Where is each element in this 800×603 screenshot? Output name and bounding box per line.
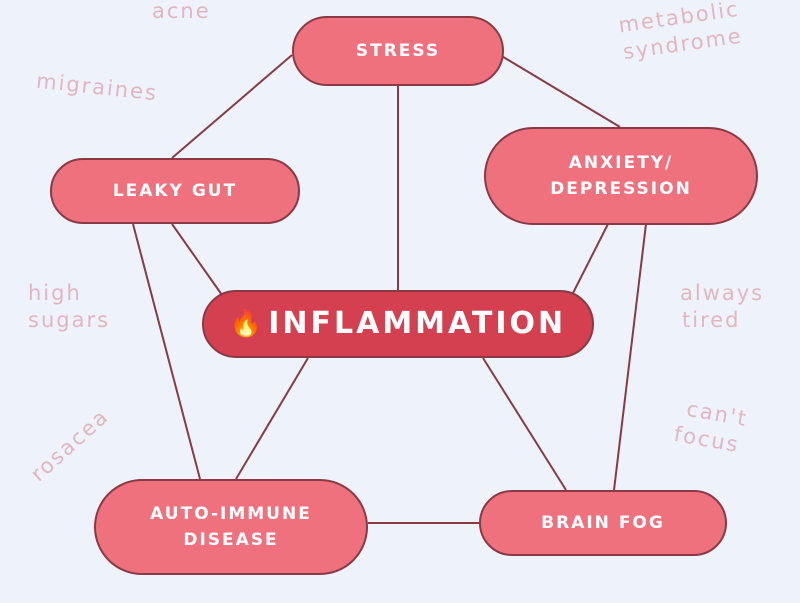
symptom-always-tired-line-1: always [680,281,765,305]
symptom-always-tired: always tired [680,280,764,334]
node-anxiety-line-2: DEPRESSION [550,179,692,199]
node-leaky-gut-label: LEAKY GUT [112,181,238,201]
symptom-high-sugars-line-1: high [28,281,82,305]
edge-stress-leaky-gut [171,54,293,159]
edge-inflammation-brain-fog [482,357,567,491]
edge-inflammation-auto-immune [235,357,309,480]
edge-leaky-gut-inflammation [171,223,223,296]
node-stress: STRESS [292,16,504,86]
node-auto-immune-disease: AUTO-IMMUNE DISEASE [94,479,368,575]
node-inflammation: 🔥 INFLAMMATION [202,290,594,358]
node-auto-immune-line-2: DISEASE [183,530,279,550]
node-leaky-gut: LEAKY GUT [50,158,300,224]
fire-icon: 🔥 [229,309,263,339]
edge-anxiety-brain-fog [613,223,647,491]
node-brain-fog: BRAIN FOG [479,490,727,556]
node-brain-fog-label: BRAIN FOG [541,513,665,533]
node-stress-label: STRESS [355,41,441,61]
symptom-acne: acne [152,0,211,23]
node-anxiety-depression: ANXIETY/ DEPRESSION [484,127,758,225]
edge-leaky-gut-auto-immune [132,223,201,480]
symptom-high-sugars: high sugars [28,280,110,334]
edge-stress-anxiety [499,54,621,128]
node-auto-immune-line-1: AUTO-IMMUNE [150,504,312,524]
edge-anxiety-inflammation [571,223,609,296]
node-inflammation-label: INFLAMMATION [268,306,567,341]
node-anxiety-line-1: ANXIETY/ [568,153,674,173]
symptom-always-tired-line-2: tired [682,308,741,332]
symptom-high-sugars-line-2: sugars [28,308,111,332]
